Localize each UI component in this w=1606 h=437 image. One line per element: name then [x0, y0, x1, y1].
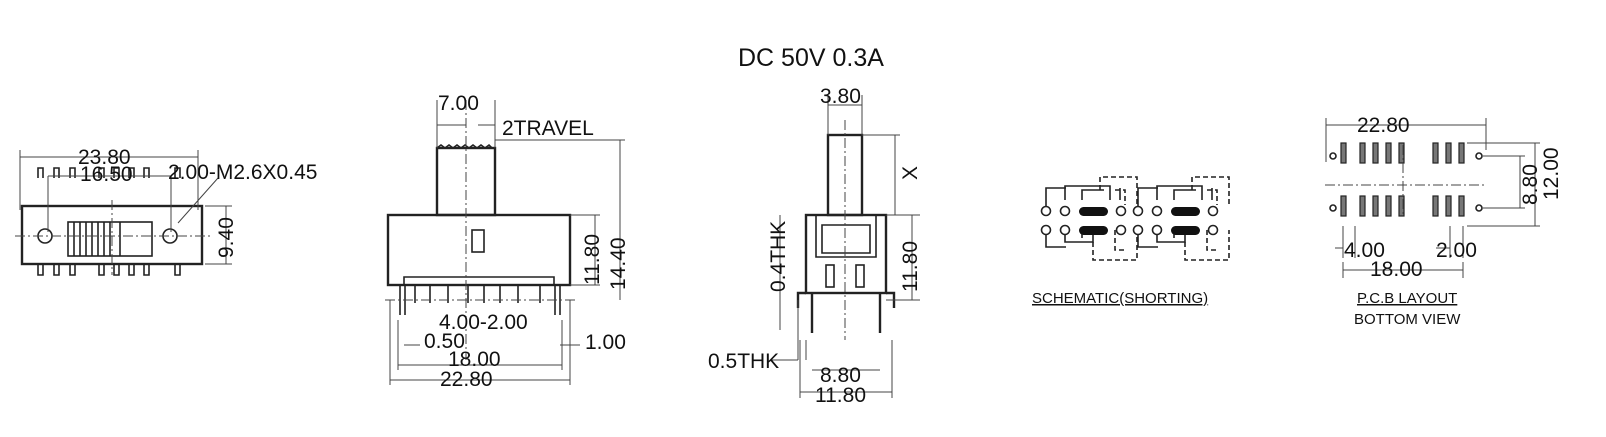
rating-title: DC 50V 0.3A: [738, 44, 884, 72]
side-body: [804, 213, 888, 295]
schematic: SCHEMATIC(SHORTING): [1032, 176, 1230, 307]
dim-0-5thk: 0.5THK: [708, 350, 779, 373]
pcb-dim-22-80: 22.80: [1357, 114, 1410, 137]
travel-label: 2TRAVEL: [502, 117, 594, 140]
schematic-label: SCHEMATIC(SHORTING): [1032, 290, 1208, 307]
dim-8-80: 8.80: [820, 364, 861, 387]
dim-23-80: 23.80: [78, 146, 131, 169]
dim-11-80-height: 11.80: [899, 241, 922, 292]
dim-22-80: 22.80: [440, 368, 493, 391]
pcb-dim-18-00: 18.00: [1370, 258, 1423, 281]
dim-11-80-width: 11.80: [815, 384, 866, 407]
dim-pitch: 4.00-2.00: [439, 311, 528, 334]
pcb-dim-2-00: 2.00: [1436, 239, 1477, 262]
pcb-dim-4-00: 4.00: [1344, 239, 1385, 262]
dim-0-4thk: 0.4THK: [767, 221, 790, 292]
dim-11-80: 11.80: [581, 234, 604, 285]
schematic-pole-1: [1040, 176, 1138, 261]
pcb-layout: 22.80 8.80 12.00 4.00 2.00 18.00 P.C.B L…: [1325, 114, 1563, 328]
dim-7-00: 7.00: [438, 92, 479, 115]
dim-thread: 2.00-M2.6X0.45: [168, 161, 317, 184]
pcb-dim-8-80: 8.80: [1519, 164, 1542, 205]
dim-x: X: [899, 166, 922, 180]
dim-18-00: 18.00: [448, 348, 501, 371]
front-view: 7.00 2TRAVEL 11.80 14.40 4.00-2.00 0.50 …: [385, 92, 630, 391]
side-view: 3.80 X 11.80 0.4THK 0.5THK 8.80 11.80: [708, 85, 922, 407]
pcb-pads: [1340, 142, 1465, 217]
dim-9-40: 9.40: [215, 217, 238, 258]
dim-3-80: 3.80: [820, 85, 861, 108]
dim-1-00: 1.00: [585, 331, 626, 354]
pcb-sublabel: BOTTOM VIEW: [1354, 311, 1461, 328]
front-body: [386, 213, 572, 287]
pcb-dim-12-00: 12.00: [1540, 147, 1563, 200]
schematic-pole-2: [1132, 176, 1230, 261]
dim-0-50: 0.50: [424, 330, 465, 353]
dim-14-40: 14.40: [607, 237, 630, 290]
pcb-label: P.C.B LAYOUT: [1357, 290, 1457, 307]
dim-16-50: 16.50: [80, 163, 133, 186]
top-view: 23.80 16.50 2.00-M2.6X0.45 9.40: [15, 146, 317, 276]
top-pins: [37, 167, 181, 276]
